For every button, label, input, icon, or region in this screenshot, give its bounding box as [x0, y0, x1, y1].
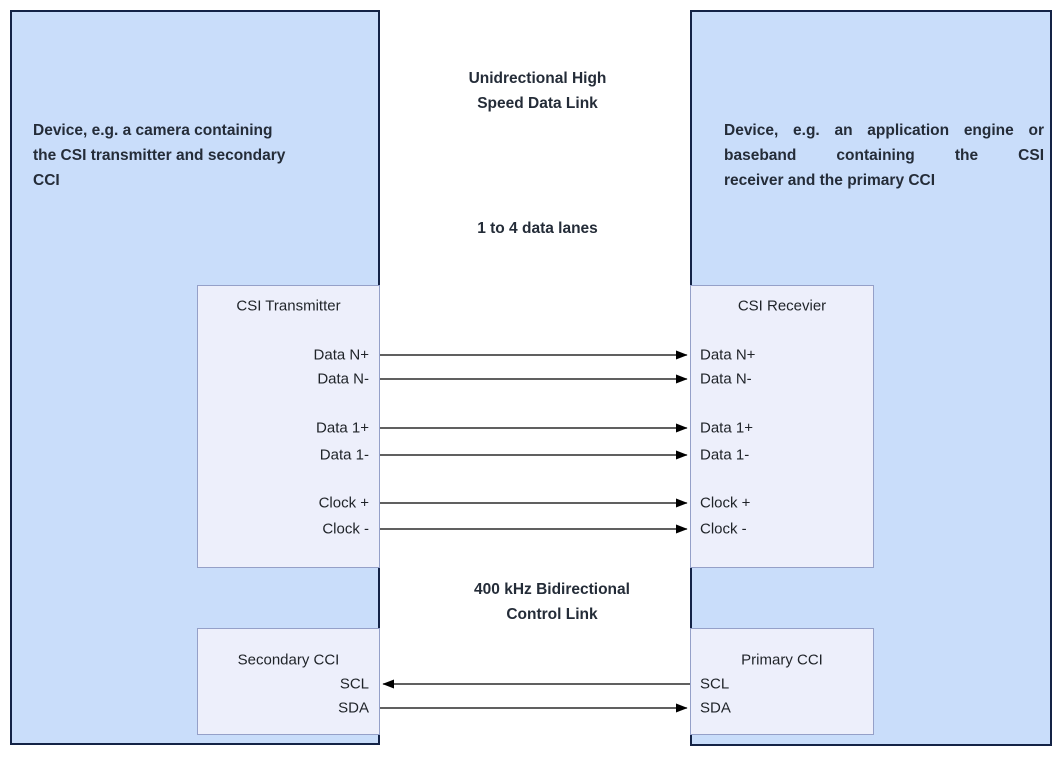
- secondary-cci-title: Secondary CCI: [237, 651, 340, 669]
- right-device-label-line: baseband containing the CSI: [724, 147, 1044, 164]
- csi-transmitter-box: [197, 285, 380, 568]
- tx-signal-data-1-plus: Data 1+: [316, 419, 369, 437]
- right-device-label-line: receiver and the primary CCI: [724, 172, 936, 189]
- secondary-cci-box: [197, 628, 380, 735]
- left-device-label: Device, e.g. a camera containing the CSI…: [33, 118, 343, 193]
- rx-signal-data-1-plus: Data 1+: [700, 419, 753, 437]
- rx-signal-data-n-plus: Data N+: [700, 346, 756, 364]
- left-device-label-line: Device, e.g. a camera containing: [33, 122, 273, 139]
- right-device-label: Device, e.g. an application engine or ba…: [724, 118, 1044, 193]
- primary-cci-sda: SDA: [700, 699, 731, 717]
- primary-cci-scl: SCL: [700, 675, 730, 693]
- rx-signal-data-1-minus: Data 1-: [700, 446, 750, 464]
- secondary-cci-scl: SCL: [339, 675, 369, 693]
- tx-signal-data-1-minus: Data 1-: [319, 446, 369, 464]
- primary-cci-title: Primary CCI: [741, 651, 823, 669]
- rx-signal-clock-minus: Clock -: [700, 520, 747, 538]
- primary-cci-box: [690, 628, 874, 735]
- secondary-cci-sda: SDA: [338, 699, 369, 717]
- right-device-label-line: Device, e.g. an application engine or: [724, 122, 1044, 139]
- left-device-label-line: the CSI transmitter and secondary: [33, 147, 286, 164]
- csi-receiver-box: [690, 285, 874, 568]
- csi-transmitter-title: CSI Transmitter: [236, 297, 341, 315]
- rx-signal-data-n-minus: Data N-: [700, 370, 752, 388]
- tx-signal-clock-minus: Clock -: [322, 520, 369, 538]
- tx-signal-data-n-plus: Data N+: [313, 346, 369, 364]
- left-device-label-line: CCI: [33, 172, 60, 189]
- rx-signal-clock-plus: Clock +: [700, 494, 751, 512]
- tx-signal-clock-plus: Clock +: [318, 494, 369, 512]
- control-link-label: 400 kHz Bidirectional Control Link: [474, 581, 630, 623]
- tx-signal-data-n-minus: Data N-: [317, 370, 369, 388]
- data-lanes-label: 1 to 4 data lanes: [477, 220, 598, 237]
- csi-receiver-title: CSI Recevier: [737, 297, 827, 315]
- high-speed-link-label: Unidrectional High Speed Data Link: [468, 70, 607, 112]
